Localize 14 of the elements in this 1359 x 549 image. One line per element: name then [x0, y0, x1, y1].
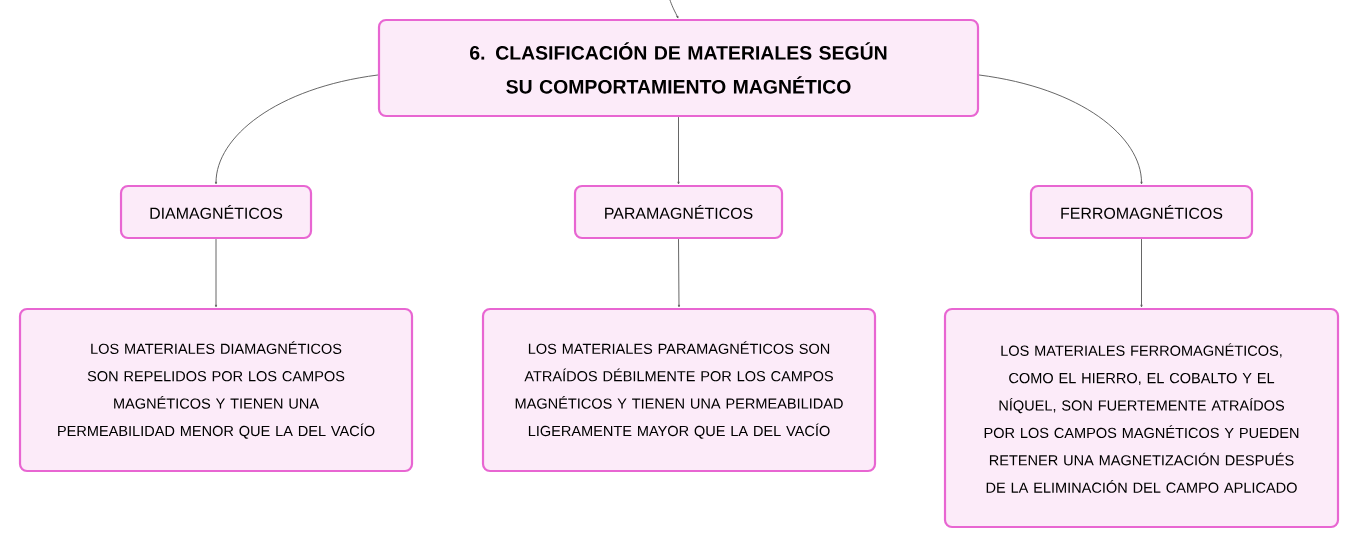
- arrow: [978, 74, 1143, 185]
- arrow: [214, 74, 379, 185]
- description-box: LOS MATERIALES PARAMAGNÉTICOS SON ATRAÍDOS DÉBILMENTE POR LOS CAMPOS MAGNÉTICOS Y TIENEN UNA PERMEABILIDAD LIGERAMENTE MAYOR QUE LA DEL VACÍO: [481, 307, 877, 473]
- arrow: [669, 0, 679, 19]
- arrow: [677, 238, 681, 308]
- arrow: [214, 238, 218, 308]
- category-box: PARAMAGNÉTICOS: [573, 184, 784, 240]
- topic-box: 6. CLASIFICACIÓN DE MATERIALES SEGÚN SU COMPORTAMIENTO MAGNÉTICO: [377, 18, 980, 118]
- arrow: [1140, 238, 1143, 308]
- arrow: [677, 116, 680, 185]
- category-box: DIAMAGNÉTICOS: [119, 184, 313, 240]
- description-box: LOS MATERIALES FERROMAGNÉTICOS, COMO EL HIERRO, EL COBALTO Y EL NÍQUEL, SON FUERTEMENTE ATRAÍDOS POR LOS CAMPOS MAGNÉTICOS Y PUEDEN RETENER UNA MAGNETIZACIÓN DESPUÉS DE LA ELIMINACIÓN DEL CAMPO APLICADO: [943, 307, 1340, 529]
- category-box: FERROMAGNÉTICOS: [1029, 184, 1254, 240]
- description-box: LOS MATERIALES DIAMAGNÉTICOS SON REPELIDOS POR LOS CAMPOS MAGNÉTICOS Y TIENEN UNA PERMEABILIDAD MENOR QUE LA DEL VACÍO: [18, 307, 414, 473]
